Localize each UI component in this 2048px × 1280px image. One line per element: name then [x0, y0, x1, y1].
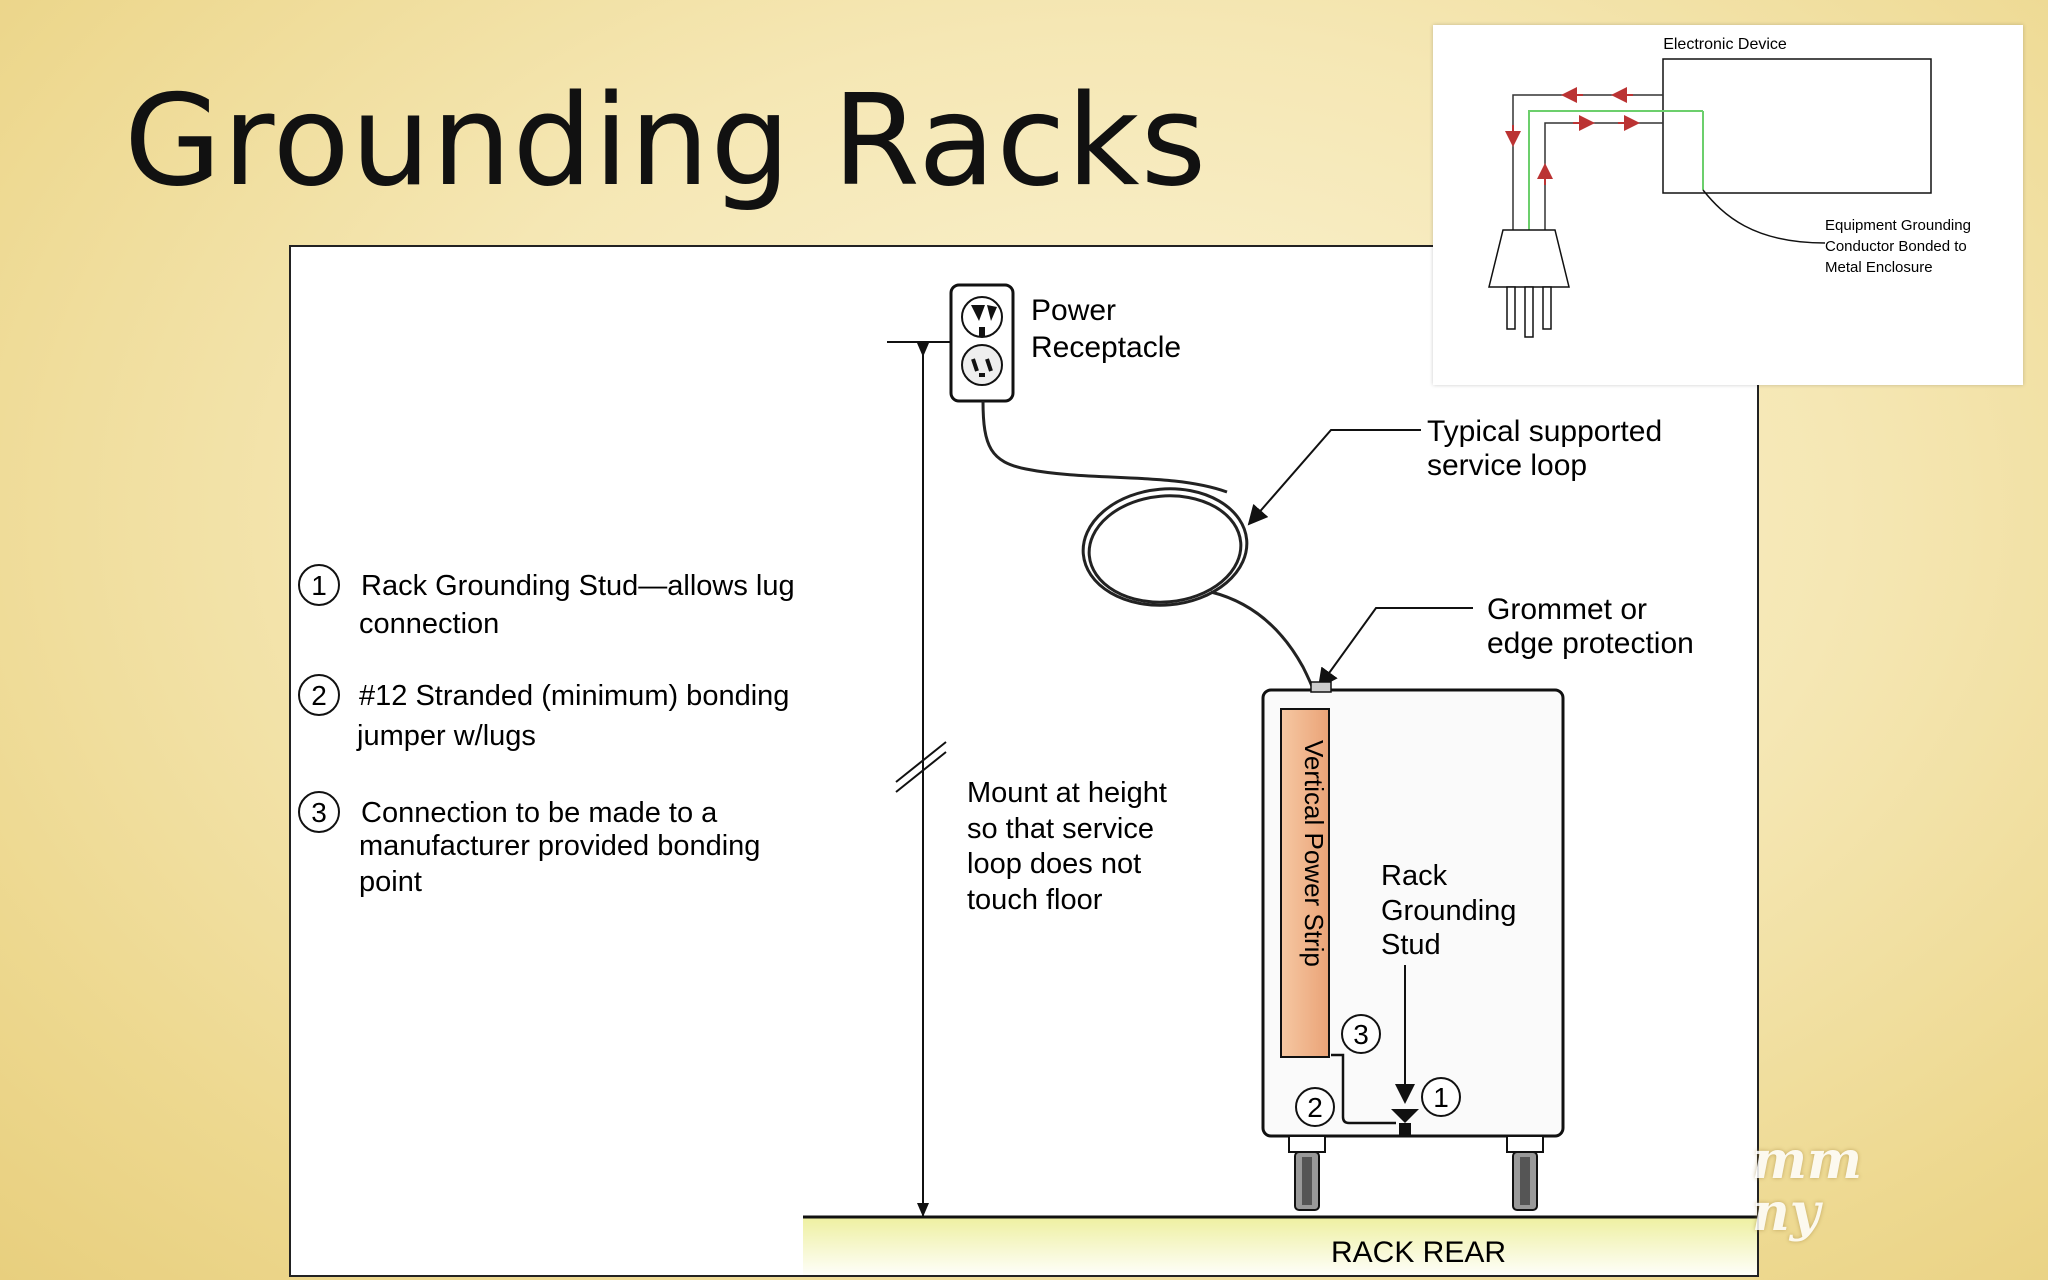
electronic-device-inset-svg: Electronic Device Equipment Grounding Co…: [1488, 36, 1971, 338]
legend-item-3-line1: Connection to be made to a: [361, 797, 718, 829]
ground-wire: [1528, 110, 1703, 230]
egc-label-line1: Equipment Grounding: [1825, 217, 1971, 234]
receptacle-label-line1: Power: [1031, 294, 1116, 327]
logo-text: mm ny: [1752, 1130, 1863, 1243]
rack-caster-right: [1506, 1135, 1544, 1211]
grounding-stud: [1391, 1109, 1419, 1137]
rack-grounding-diagram-svg: Power Receptacle Typical supported servi…: [298, 283, 1757, 1275]
grommet-label-line1: Grommet or: [1487, 593, 1647, 626]
rack-grounding-diagram: Power Receptacle Typical supported servi…: [289, 245, 1759, 1277]
mount-note-line4: touch floor: [967, 884, 1103, 916]
egc-label-line3: Metal Enclosure: [1825, 259, 1933, 276]
legend-item-1-line1: Rack Grounding Stud—allows lug: [361, 570, 795, 602]
callout-2-circle: [1295, 1087, 1335, 1127]
floor-highlight: [803, 1217, 1757, 1275]
electronic-device-inset: Electronic Device Equipment Grounding Co…: [1433, 25, 2023, 385]
callout-1: 1: [1433, 1082, 1449, 1113]
device-enclosure: [1662, 58, 1932, 194]
mount-note-line2: so that service: [967, 813, 1154, 845]
stud-label-line1: Rack: [1381, 860, 1448, 892]
break-mark: [895, 751, 947, 793]
callout-3-circle: [1341, 1014, 1381, 1054]
rack-cabinet: Vertical Power Strip: [1261, 681, 1565, 1211]
service-loop-leader: [1247, 429, 1421, 526]
service-loop-cord: [981, 400, 1323, 718]
legend-num-1: 1: [311, 570, 327, 601]
neutral-wire: [1544, 122, 1663, 230]
vertical-power-strip: [1280, 708, 1330, 1058]
power-strip-label: Vertical Power Strip: [1299, 740, 1329, 967]
device-label: Electronic Device: [1663, 36, 1787, 53]
legend-item-2-line1: #12 Stranded (minimum) bonding: [359, 680, 789, 712]
slide-title: Grounding Racks: [124, 67, 1208, 214]
legend-item-3-line3: point: [359, 866, 422, 898]
egc-label-line2: Conductor Bonded to: [1825, 238, 1967, 255]
stud-label-line3: Stud: [1381, 929, 1441, 961]
rack-caster-left: [1288, 1135, 1326, 1211]
legend: 1 Rack Grounding Stud—allows lug connect…: [298, 564, 795, 898]
hot-wire: [1512, 94, 1663, 230]
callout-1-circle: [1421, 1077, 1461, 1117]
grommet-label-line2: edge protection: [1487, 627, 1694, 660]
legend-item-1-line2: connection: [359, 608, 499, 640]
legend-item-2-line2: jumper w/lugs: [356, 720, 536, 752]
legend-num-2: 2: [311, 680, 327, 711]
floor-label: RACK REAR: [1331, 1236, 1506, 1269]
callout-3: 3: [1353, 1019, 1369, 1050]
service-loop-label-line2: service loop: [1427, 449, 1587, 482]
plug-icon: [1488, 229, 1570, 338]
stud-label-line2: Grounding: [1381, 895, 1516, 927]
egc-leader: [1702, 189, 1826, 244]
bonding-jumper: [1331, 1053, 1396, 1125]
service-loop-label-line1: Typical supported: [1427, 415, 1662, 448]
power-receptacle: [949, 283, 1015, 403]
company-logo: mm ny: [1752, 1135, 1862, 1239]
height-dimension: [887, 341, 956, 1217]
grommet-leader: [1317, 607, 1473, 689]
legend-item-3-line2: manufacturer provided bonding: [359, 830, 760, 862]
receptacle-label-line2: Receptacle: [1031, 331, 1181, 364]
mount-note-line1: Mount at height: [967, 777, 1167, 809]
callout-2: 2: [1307, 1092, 1323, 1123]
mount-note-line3: loop does not: [967, 848, 1141, 880]
legend-num-3: 3: [311, 797, 327, 828]
